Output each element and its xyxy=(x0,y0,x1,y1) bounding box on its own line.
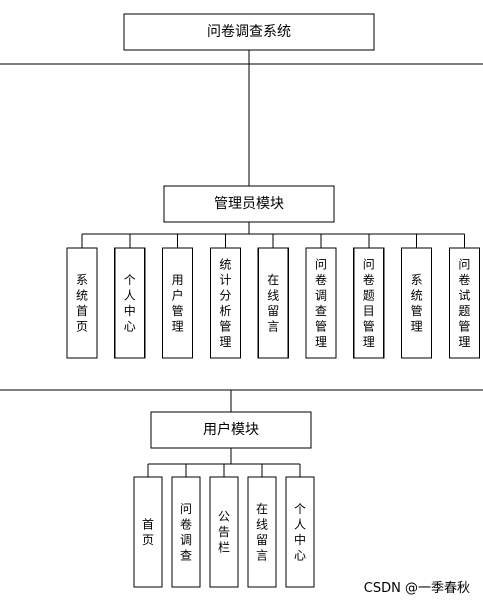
admin-child-box-4 xyxy=(209,247,241,359)
admin-module-label: 管理员模块 xyxy=(214,196,284,212)
admin-child-label-6: 问卷调查管理 xyxy=(315,257,327,349)
admin-child-label-3: 用户管理 xyxy=(172,273,184,334)
admin-child-box-9 xyxy=(448,247,480,359)
user-child-box-3 xyxy=(209,476,239,588)
admin-child-box-7 xyxy=(353,247,385,359)
admin-child-label-5: 在线留言 xyxy=(267,273,279,334)
user-module-box xyxy=(150,411,312,449)
admin-child-label-9: 问卷试题管理 xyxy=(458,257,470,349)
user-child-label-2: 问卷调查 xyxy=(180,502,192,563)
admin-child-label-8: 系统管理 xyxy=(411,273,423,334)
user-child-label-5: 个人中心 xyxy=(294,502,306,563)
admin-child-label-4: 统计分析管理 xyxy=(219,257,231,349)
user-child-label-3: 公告栏 xyxy=(218,510,230,555)
user-module-children: 首页 问卷调查 公告栏 在线留言 个人中心 xyxy=(133,448,315,588)
admin-child-label-7: 问卷题目管理 xyxy=(363,257,375,349)
user-child-box-1 xyxy=(133,476,163,588)
root-node-label: 问卷调查系统 xyxy=(207,24,291,40)
admin-child-box-5 xyxy=(257,247,289,359)
user-child-label-4: 在线留言 xyxy=(256,502,268,563)
watermark-text: CSDN @一季春秋 xyxy=(364,581,470,596)
admin-child-box-3 xyxy=(162,247,194,359)
user-child-box-2 xyxy=(171,476,201,588)
user-child-label-1: 首页 xyxy=(142,517,154,547)
admin-child-box-1 xyxy=(66,247,98,359)
admin-child-box-2 xyxy=(114,247,146,359)
root-node-box xyxy=(123,13,375,51)
admin-child-label-1: 系统首页 xyxy=(76,273,88,334)
user-child-box-4 xyxy=(247,476,277,588)
admin-child-box-8 xyxy=(401,247,433,359)
admin-child-box-6 xyxy=(305,247,337,359)
admin-module-children: 系统首页 个人中心 用户管理 统计分析管理 在线留言 问卷调查管理 问卷题目管理 系统管理 问卷… xyxy=(66,222,480,359)
user-module-label: 用户模块 xyxy=(203,421,259,438)
admin-child-label-2: 个人中心 xyxy=(124,273,136,334)
user-child-box-5 xyxy=(285,476,315,588)
